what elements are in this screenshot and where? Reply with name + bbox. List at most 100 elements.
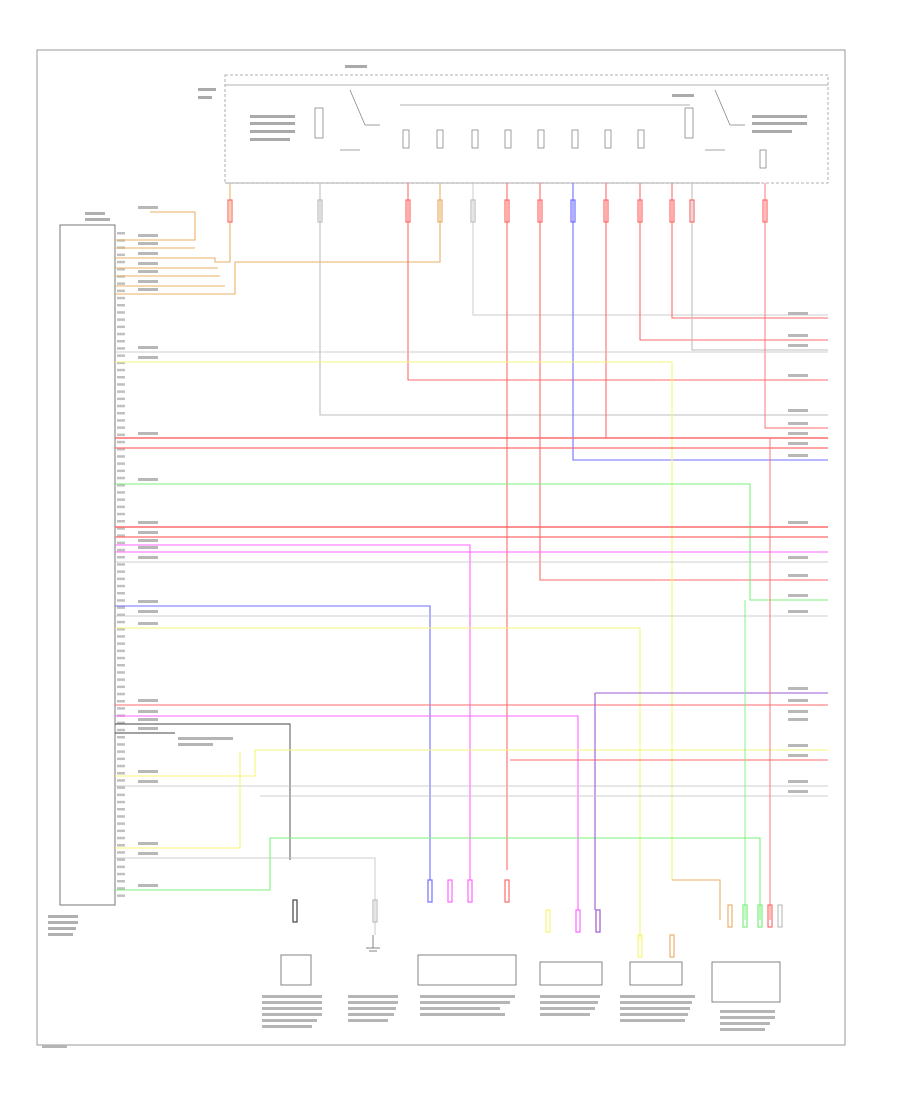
ecm-pin-number <box>117 613 125 617</box>
component-boxes <box>280 954 781 1003</box>
ecm-pin-number <box>117 455 125 458</box>
ecm-pin-number <box>117 520 125 523</box>
ecm-pin-number <box>117 671 125 674</box>
ecm-pin-number <box>117 563 125 566</box>
wire-red-vertical-5 <box>639 183 828 341</box>
ecm-pin-number <box>117 404 125 408</box>
ecm-pin-number <box>117 426 125 429</box>
connector-pin-top4 <box>470 199 476 223</box>
ecm-pin-number <box>117 440 125 444</box>
ecm-pin-number <box>117 656 125 660</box>
ecm-pin-number <box>117 289 125 293</box>
wire-code-label <box>138 346 158 349</box>
fuse-relay-box <box>198 65 829 184</box>
wire-pink-3 <box>115 715 579 910</box>
wire-code-label <box>788 718 808 721</box>
ecm-pin-number <box>117 340 125 343</box>
wire-code-label <box>138 699 158 702</box>
wire-code-label <box>138 546 158 549</box>
ecm-pin-number <box>117 800 125 804</box>
ecm-pin-number <box>117 779 125 782</box>
ecm-pin-number <box>117 476 125 480</box>
wire-code-label <box>138 242 158 245</box>
wire-code-label <box>788 574 808 577</box>
wire-code-label <box>788 556 808 559</box>
wire-code-label <box>138 262 158 265</box>
wire-orange-1 <box>115 211 196 241</box>
wires <box>115 183 828 958</box>
wire-code-label <box>138 727 158 730</box>
ecm-pin-number <box>117 304 125 307</box>
wire-yellow-1 <box>115 361 673 880</box>
ecm-pin-number <box>117 829 125 833</box>
wire-code-label <box>788 754 808 757</box>
ecm-pin-number <box>117 635 125 638</box>
wire-code-label <box>788 344 808 347</box>
relay-left <box>314 89 380 151</box>
wire-code-label <box>138 432 158 435</box>
ecm-pin-number <box>117 577 125 581</box>
wire-red-vertical-6 <box>671 183 828 319</box>
ecm-pin-number <box>117 815 125 818</box>
wire-code-label <box>788 454 808 457</box>
connector-pin-c1 <box>447 879 453 903</box>
connector-pin-f4 <box>777 904 783 928</box>
wire-code-label <box>138 622 158 625</box>
wire-red-vertical-4 <box>605 183 828 439</box>
wire-code-label <box>138 710 158 713</box>
ecm-pin-number <box>117 664 125 667</box>
connector-pin-top7 <box>570 199 576 223</box>
connector-pin-f0 <box>727 904 733 928</box>
fuse-row <box>402 129 767 169</box>
ecm-pin-number <box>117 707 125 710</box>
ecm-pin-number <box>117 354 125 357</box>
ecm-pin-number <box>117 296 125 300</box>
ecm-pin-number <box>117 462 125 465</box>
ecm-pin-number <box>117 887 125 890</box>
connector-pin-d2 <box>595 909 601 933</box>
ecm-pin-number <box>117 570 125 573</box>
ecm-pin-number <box>117 858 125 861</box>
wire-code-label <box>788 610 808 613</box>
wire-black-1 <box>115 723 291 860</box>
connector-pin-e1 <box>669 934 675 958</box>
ecm-pin-number <box>117 620 125 624</box>
wire-grey-8 <box>115 857 376 935</box>
ecm-pin-number <box>117 728 125 732</box>
ecm-pin-number <box>117 318 125 321</box>
wire-code-label <box>138 521 158 524</box>
connector-pin-f1 <box>742 904 748 928</box>
wire-code-label <box>138 770 158 773</box>
wire-yellow-2 <box>115 627 641 940</box>
connector-pin-top2 <box>405 199 411 223</box>
ecm-pin-number <box>117 772 125 775</box>
connector-pin-c2 <box>467 879 473 903</box>
wire-code-label <box>138 884 158 887</box>
connector-pin-top12 <box>762 199 768 223</box>
connector-pin-top6 <box>537 199 543 223</box>
wire-code-label <box>138 356 158 359</box>
wire-code-label <box>138 270 158 273</box>
connector-pin-top1 <box>317 199 323 223</box>
ecm-pin-number <box>117 548 125 552</box>
wire-code-label <box>788 422 808 425</box>
wire-yellow-3 <box>115 749 828 777</box>
ecm-pin-number <box>117 872 125 876</box>
ecm-pin-number <box>117 786 125 789</box>
ground-icon <box>366 935 380 952</box>
wire-blue-vertical <box>572 183 828 461</box>
ecm-pin-number <box>117 750 125 753</box>
wire-code-label <box>138 842 158 845</box>
ecm-pin-number <box>117 592 125 595</box>
ecm-connector <box>48 212 125 936</box>
wire-code-label <box>788 780 808 783</box>
connector-pin-e0 <box>637 934 643 958</box>
ecm-pin-number <box>117 865 125 869</box>
page-frame <box>36 49 846 1046</box>
connector-pin-top5 <box>504 199 510 223</box>
connector-pin-b <box>372 899 378 923</box>
wire-code-label <box>138 478 158 481</box>
connector-pin-f3 <box>767 904 773 928</box>
connector-pin-d1 <box>575 909 581 933</box>
wire-red-vertical-7 <box>764 183 828 429</box>
